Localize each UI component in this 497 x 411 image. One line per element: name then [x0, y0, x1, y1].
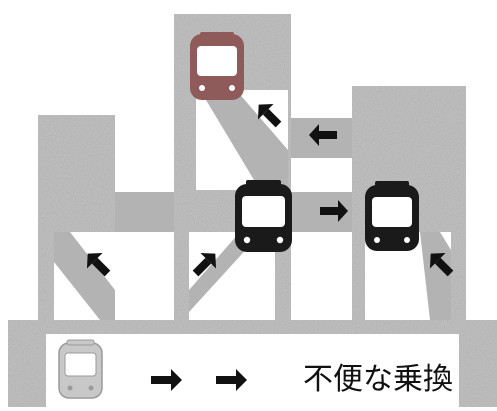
- arrow-icon: [216, 369, 247, 391]
- arrow-icon: [309, 124, 337, 146]
- arrow-icon: [151, 369, 182, 391]
- train-icon: [190, 32, 244, 100]
- caption-text: 不便な乗換: [303, 362, 453, 397]
- train-icon: [365, 181, 419, 251]
- train-icon: [235, 180, 292, 252]
- train-icon: [58, 339, 103, 399]
- arrow-icon: [320, 200, 348, 222]
